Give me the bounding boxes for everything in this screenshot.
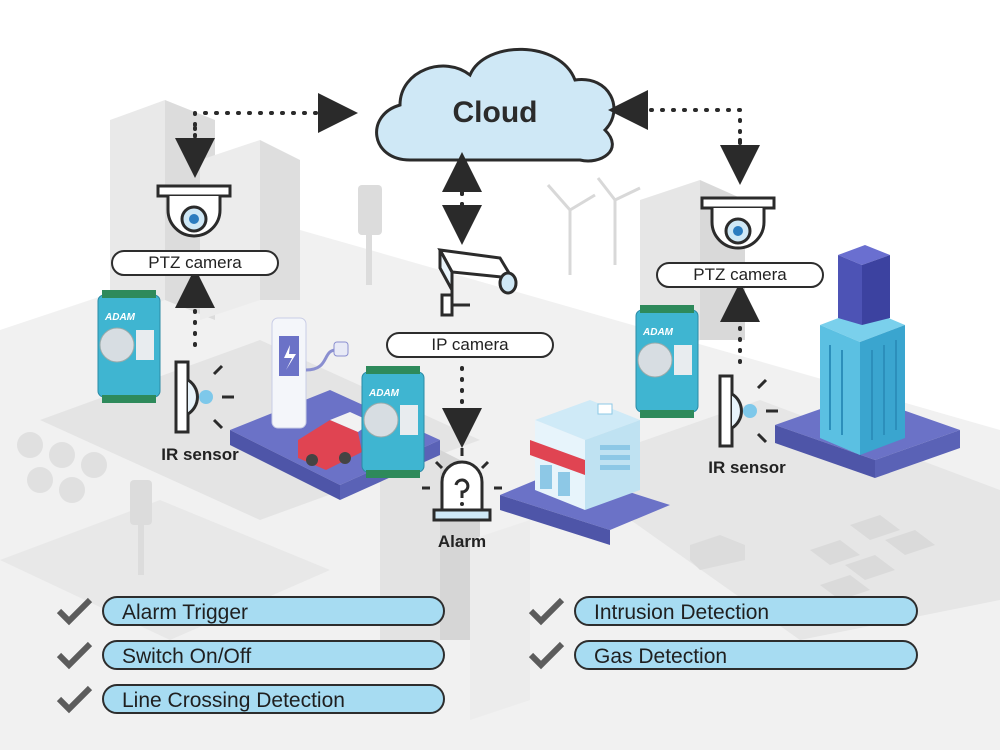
ir-sensor-left-icon (174, 360, 234, 434)
ptz-camera-right-icon (700, 196, 776, 250)
feature-pill-alarm-trigger: Alarm Trigger (102, 596, 445, 626)
checkmark-icon (56, 641, 93, 670)
adam-module-right (635, 305, 699, 418)
alarm-label: Alarm (437, 532, 487, 551)
skyscraper (820, 245, 905, 455)
ptz-camera-left-label: PTZ camera (111, 250, 279, 276)
feature-pill-intrusion-detection: Intrusion Detection (574, 596, 918, 626)
feature-pill-switch-on-off: Switch On/Off (102, 640, 445, 670)
feature-item: Switch On/Off (54, 640, 445, 670)
module-brand-right: ADAM (643, 327, 673, 338)
alarm-icon (422, 448, 502, 522)
ip-camera-label: IP camera (386, 332, 554, 358)
feature-pill-gas-detection: Gas Detection (574, 640, 918, 670)
ip-camera-icon (437, 248, 518, 317)
red-car (298, 412, 372, 470)
module-brand-left: ADAM (105, 312, 135, 323)
cloud-shape (375, 47, 616, 163)
shop-building (530, 400, 640, 510)
adam-module-center (361, 366, 425, 478)
checkmark-icon (528, 641, 565, 670)
adam-module-left (97, 290, 161, 403)
ir-sensor-right-icon (718, 374, 778, 448)
feature-pill-line-crossing: Line Crossing Detection (102, 684, 445, 714)
feature-item: Gas Detection (526, 640, 918, 670)
ir-sensor-left-label: IR sensor (161, 445, 239, 464)
feature-item: Line Crossing Detection (54, 684, 445, 714)
feature-item: Intrusion Detection (526, 596, 918, 626)
checkmark-icon (56, 597, 93, 626)
ptz-camera-right-label: PTZ camera (656, 262, 824, 288)
checkmark-icon (528, 597, 565, 626)
ir-sensor-right-label: IR sensor (708, 458, 786, 477)
connection-arrows (175, 90, 760, 448)
ev-charger (271, 317, 349, 429)
module-brand-center: ADAM (369, 388, 399, 399)
checkmark-icon (56, 685, 93, 714)
cloud-label: Cloud (452, 96, 538, 129)
ptz-camera-left-icon (156, 184, 232, 238)
feature-item: Alarm Trigger (54, 596, 445, 626)
